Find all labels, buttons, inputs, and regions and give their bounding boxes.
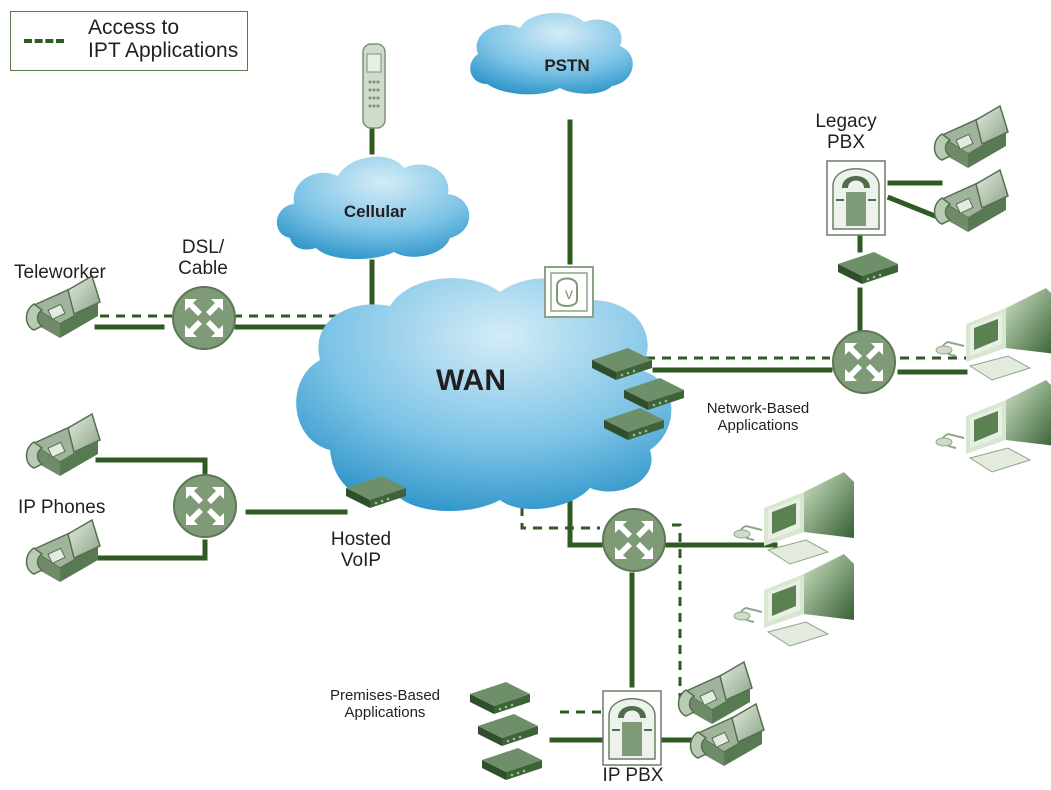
dsl-cable-label-line-2: Cable [178, 258, 228, 280]
legacy-pbx-label-line-1: Legacy [815, 111, 877, 132]
legacy-gateway-switch [838, 252, 898, 284]
legacy-phone-2 [933, 169, 1009, 233]
cellular-label: Cellular [343, 202, 407, 221]
legend-line-1: Access to [88, 16, 180, 39]
ip-pbx-label: IP PBX [602, 765, 664, 786]
ip-pbx-device [602, 690, 662, 766]
ip-phone-2 [25, 519, 101, 583]
cell-phone-device [362, 43, 386, 129]
legend: Access to IPT Applications [10, 11, 248, 71]
network-based-applications-label: Network-Based Applications [698, 400, 818, 435]
dsl-cable-label-line-1: DSL/ [181, 237, 225, 258]
voice-gateway-device: v [544, 266, 594, 318]
dsl-cable-router [172, 286, 236, 350]
campus-router [602, 508, 666, 572]
legend-text: Access to IPT Applications [88, 16, 238, 62]
wan-cloud [296, 278, 672, 512]
ip-phone-1 [25, 413, 101, 477]
cellular-cloud [276, 156, 470, 260]
hosted-voip-label-line-1: Hosted [330, 529, 392, 550]
wan-label: WAN [436, 364, 506, 397]
dsl-cable-label: DSL/ Cable [168, 237, 238, 280]
campus-computer-1 [733, 471, 855, 565]
svg-text:v: v [565, 286, 573, 303]
legacy-phone-1 [933, 105, 1009, 169]
legend-line-2: IPT Applications [88, 39, 239, 63]
ip-phones-router [173, 474, 237, 538]
pstn-label: PSTN [544, 56, 590, 75]
legacy-pbx-label: Legacy PBX [808, 111, 884, 154]
hosted-voip-label: Hosted VoIP [316, 529, 406, 572]
branch-router [832, 330, 896, 394]
campus-computer-2 [733, 553, 855, 647]
pstn-cloud [470, 12, 633, 95]
legacy-pbx-label-line-2: PBX [826, 132, 866, 154]
branch-computer-1 [935, 287, 1051, 381]
teleworker-label: Teleworker [14, 262, 106, 283]
legend-dashed-line-swatch [24, 39, 64, 43]
teleworker-phone [25, 275, 101, 339]
premises-app-server-3 [482, 748, 542, 780]
branch-computer-2 [935, 379, 1051, 473]
hosted-voip-label-line-2: VoIP [340, 550, 382, 572]
network-apps-label-line-1: Network-Based [706, 400, 810, 417]
premises-based-applications-label: Premises-Based Applications [326, 687, 444, 722]
legacy-pbx-device [826, 160, 886, 236]
premises-app-server-2 [478, 714, 538, 746]
solid-links [94, 119, 968, 743]
premises-apps-label-line-2: Applications [344, 703, 426, 721]
ip-phones-label: IP Phones [18, 497, 106, 518]
network-apps-label-line-2: Applications [717, 416, 799, 434]
premises-app-server-1 [470, 682, 530, 714]
premises-apps-label-line-1: Premises-Based [329, 687, 441, 704]
